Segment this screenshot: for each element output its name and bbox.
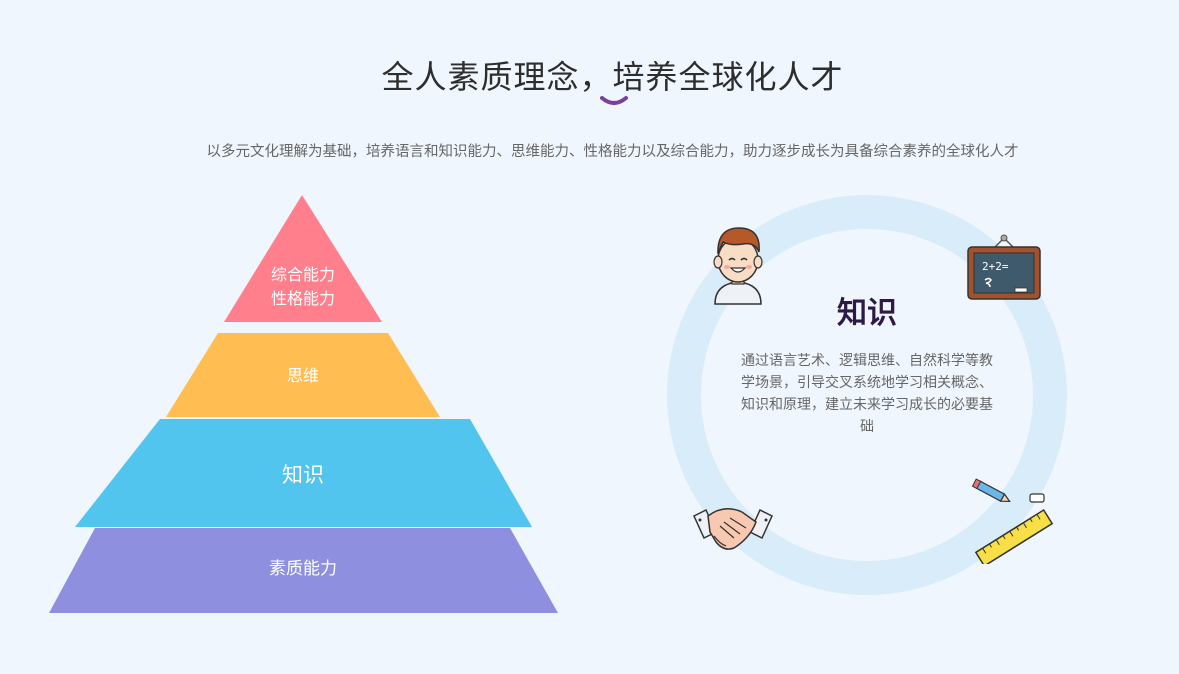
pyramid-tier-thinking[interactable]: [166, 333, 440, 417]
pyramid-tier-knowledge-label: 知识: [243, 460, 363, 492]
pyramid-tier-top[interactable]: [224, 195, 382, 322]
pyramid-tier-knowledge[interactable]: [75, 419, 532, 527]
chalkboard-icon: 2+2=: [967, 234, 1041, 300]
chalkboard-equation: 2+2=: [982, 260, 1009, 273]
pyramid-tier-top-label: 综合能力 性格能力: [243, 263, 363, 311]
tier-label-line: 知识: [282, 463, 324, 487]
info-title: 知识: [837, 296, 897, 331]
tier-label-line: 思维: [286, 366, 319, 385]
info-description: 通过语言艺术、逻辑思维、自然科学等教学场景，引导交叉系统地学习相关概念、知识和原…: [741, 353, 993, 435]
boy-avatar-icon: [713, 227, 763, 305]
handshake-icon: [693, 508, 773, 550]
page-title: 全人素质理念，培养全球化人才: [381, 58, 844, 96]
tier-label-line: 素质能力: [269, 559, 337, 579]
tier-label-line: 性格能力: [270, 289, 335, 308]
ability-pyramid: [49, 195, 558, 613]
page-subtitle: 以多元文化理解为基础，培养语言和知识能力、思维能力、性格能力以及综合能力，助力逐…: [206, 144, 1019, 160]
pyramid-tier-quality-label: 素质能力: [243, 557, 363, 583]
tier-label-line: 综合能力: [270, 265, 335, 284]
pyramid-tier-thinking-label: 思维: [243, 364, 363, 388]
pencil-ruler-icon: [972, 478, 1054, 564]
title-underline-decoration: [600, 96, 628, 105]
pyramid-tier-quality[interactable]: [49, 528, 558, 613]
